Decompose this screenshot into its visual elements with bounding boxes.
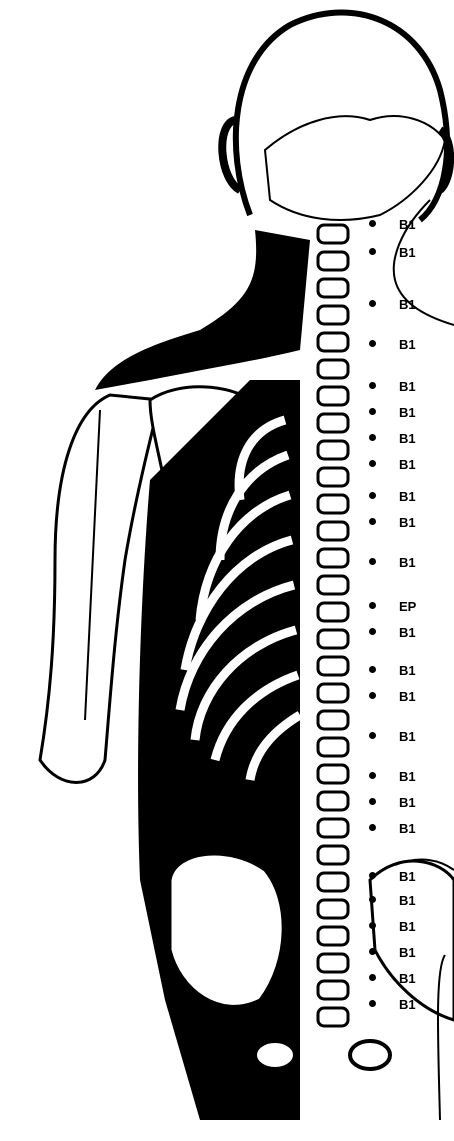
vertebra: [318, 468, 348, 486]
acupoint-label: B1: [399, 626, 416, 639]
acupoint-dot: [369, 492, 376, 499]
acupoint-dot: [369, 382, 376, 389]
vertebra: [318, 576, 348, 594]
vertebra: [318, 306, 348, 324]
vertebra: [318, 792, 348, 810]
acupoint-label: B1: [399, 432, 416, 445]
acupoint-label: B1: [399, 946, 416, 959]
acupoint-label: B1: [399, 380, 416, 393]
acupoint-dot: [369, 628, 376, 635]
acupoint-label: B1: [399, 218, 416, 231]
acupoint-label: B1: [399, 298, 416, 311]
acupoint-label: B1: [399, 690, 416, 703]
acupoint-dot: [369, 974, 376, 981]
vertebra: [318, 333, 348, 351]
acupoint-label: B1: [399, 998, 416, 1011]
vertebra: [318, 819, 348, 837]
vertebra: [318, 522, 348, 540]
acupoint-label: B1: [399, 490, 416, 503]
acupoint-label: B1: [399, 796, 416, 809]
acupoint-dot: [369, 666, 376, 673]
acupoint-label: B1: [399, 730, 416, 743]
acupoint-label: B1: [399, 458, 416, 471]
acupoint-label: B1: [399, 664, 416, 677]
vertebra: [318, 603, 348, 621]
acupoint-dot: [369, 896, 376, 903]
acupoint-label: EP: [399, 600, 416, 613]
vertebra: [318, 900, 348, 918]
acupoint-dot: [369, 558, 376, 565]
hip-socket-right: [350, 1041, 390, 1069]
acupoint-dot: [369, 408, 376, 415]
vertebra: [318, 225, 348, 243]
acupoint-dot: [369, 872, 376, 879]
acupoint-dot: [369, 300, 376, 307]
acupoint-label: B1: [399, 822, 416, 835]
neck-shoulder-mass: [95, 230, 310, 390]
acupoint-dot: [369, 340, 376, 347]
acupoint-dot: [369, 948, 376, 955]
acupoint-label: B1: [399, 406, 416, 419]
acupoint-dot: [369, 602, 376, 609]
vertebra: [318, 873, 348, 891]
vertebra: [318, 387, 348, 405]
acupoint-label: B1: [399, 556, 416, 569]
acupoint-dot: [369, 460, 376, 467]
acupoint-label: B1: [399, 770, 416, 783]
vertebra: [318, 360, 348, 378]
vertebra: [318, 1008, 348, 1026]
vertebra: [318, 846, 348, 864]
vertebra: [318, 711, 348, 729]
vertebra: [318, 252, 348, 270]
pelvis-left: [170, 854, 283, 1006]
vertebra: [318, 981, 348, 999]
vertebra: [318, 495, 348, 513]
spine: [318, 225, 348, 1026]
vertebra: [318, 657, 348, 675]
skull-base: [265, 116, 445, 220]
vertebra: [318, 279, 348, 297]
acupoint-dot: [369, 922, 376, 929]
vertebra: [318, 441, 348, 459]
vertebra: [318, 738, 348, 756]
acupoint-label: B1: [399, 516, 416, 529]
acupoint-dot: [369, 798, 376, 805]
acupoint-dot: [369, 248, 376, 255]
vertebra: [318, 954, 348, 972]
vertebra: [318, 927, 348, 945]
acupoint-dot: [369, 220, 376, 227]
acupoint-dot: [369, 732, 376, 739]
vertebra: [318, 549, 348, 567]
acupoint-dot: [369, 518, 376, 525]
vertebra: [318, 630, 348, 648]
acupoint-dot: [369, 692, 376, 699]
hip-socket-left: [255, 1041, 295, 1069]
acupoint-label: B1: [399, 246, 416, 259]
vertebra: [318, 684, 348, 702]
acupoint-label: B1: [399, 338, 416, 351]
acupoint-label: B1: [399, 920, 416, 933]
acupoint-dot: [369, 434, 376, 441]
acupoint-label: B1: [399, 894, 416, 907]
vertebra: [318, 765, 348, 783]
acupoint-dot: [369, 1000, 376, 1007]
acupoint-label: B1: [399, 870, 416, 883]
vertebra: [318, 414, 348, 432]
acupoint-dot: [369, 824, 376, 831]
acupoint-dot: [369, 772, 376, 779]
acupoint-label: B1: [399, 972, 416, 985]
